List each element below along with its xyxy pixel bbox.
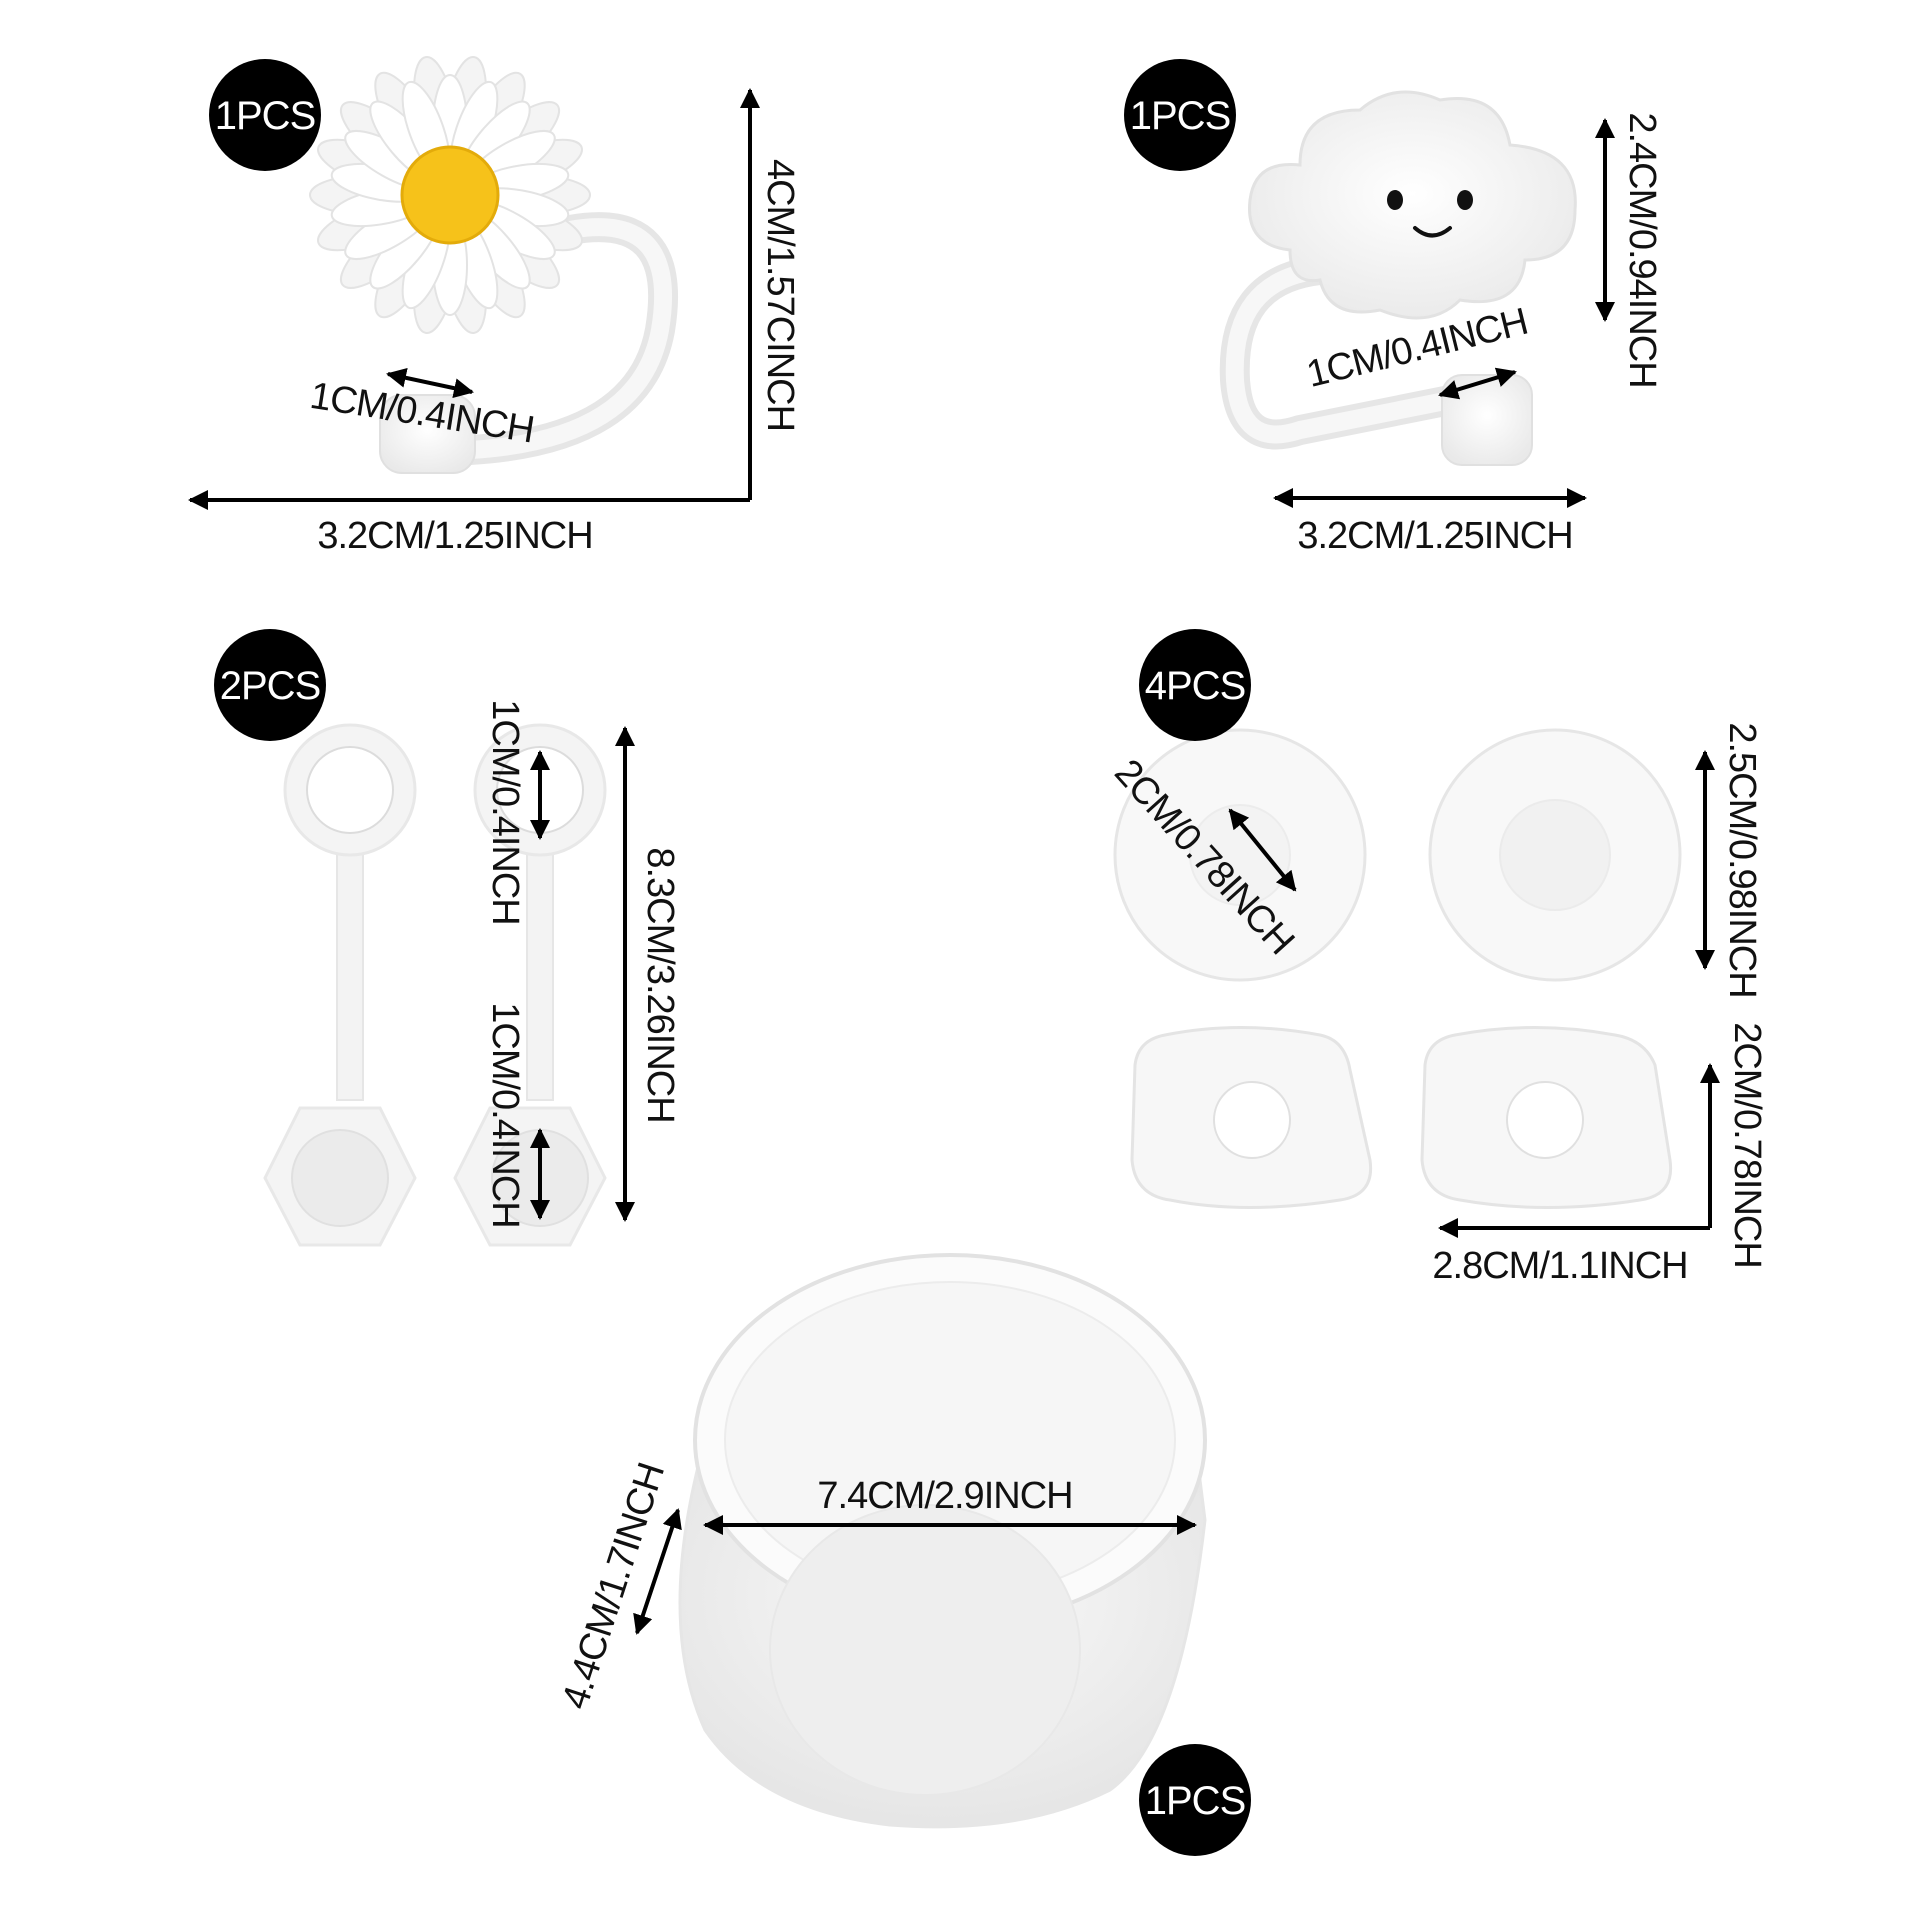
- qty-badge-stoppers: 2PCS: [214, 629, 326, 741]
- daisy-hole-arrow: [386, 367, 474, 399]
- square-height-label: 2CM/0.78INCH: [1726, 1022, 1768, 1268]
- qty-label: 1PCS: [1145, 1779, 1246, 1823]
- qty-label: 2PCS: [220, 664, 321, 708]
- qty-label: 1PCS: [1130, 94, 1231, 138]
- round-cap-icon: [1428, 728, 1682, 982]
- straw-stopper-icon: [263, 723, 417, 1247]
- qty-badge-cloud: 1PCS: [1124, 59, 1236, 171]
- straw-stopper-icon: [453, 723, 607, 1247]
- stopper-length-label: 8.3CM/3.26INCH: [639, 847, 681, 1122]
- qty-badge-cup: 1PCS: [1139, 1744, 1251, 1856]
- cup-height-arrow: [633, 1508, 682, 1635]
- cloud-icon: [1248, 90, 1577, 320]
- daisy-straw-cover: [309, 56, 679, 474]
- straw-stoppers: [263, 723, 607, 1247]
- round-inner-arrow: [1228, 808, 1297, 892]
- square-cap-icon: [1420, 1026, 1673, 1209]
- daisy-width-label: 3.2CM/1.25INCH: [317, 515, 592, 557]
- cloud-eye-left: [1387, 190, 1403, 210]
- cloud-smile: [1413, 226, 1452, 238]
- cup-height-label: 4.4CM/1.7INCH: [554, 1458, 673, 1714]
- stopper-top-label: 1CM/0.4INCH: [484, 699, 526, 925]
- qty-label: 1PCS: [215, 94, 316, 138]
- qty-badge-daisy: 1PCS: [209, 59, 321, 171]
- stopper-bottom-label: 1CM/0.4INCH: [484, 1002, 526, 1228]
- cloud-straw-cover: [1219, 90, 1577, 466]
- cup-diameter-label: 7.4CM/2.9INCH: [817, 1475, 1072, 1517]
- daisy-height-label: 4CM/1.57CINCH: [759, 159, 801, 431]
- silicone-cup-boot-icon: [678, 1253, 1207, 1829]
- cloud-width-label: 3.2CM/1.25INCH: [1297, 515, 1572, 557]
- square-cap-icon: [1130, 1026, 1373, 1209]
- cloud-eye-right: [1457, 190, 1473, 210]
- square-width-label: 2.8CM/1.1INCH: [1432, 1245, 1687, 1287]
- cloud-hole-arrow: [1438, 367, 1517, 400]
- caps: [1113, 728, 1682, 1209]
- qty-label: 4PCS: [1145, 664, 1246, 708]
- daisy-center: [400, 145, 500, 245]
- cloud-height-label: 2.4CM/0.94INCH: [1621, 112, 1663, 387]
- qty-badge-caps: 4PCS: [1139, 629, 1251, 741]
- round-outer-label: 2.5CM/0.98INCH: [1721, 722, 1763, 997]
